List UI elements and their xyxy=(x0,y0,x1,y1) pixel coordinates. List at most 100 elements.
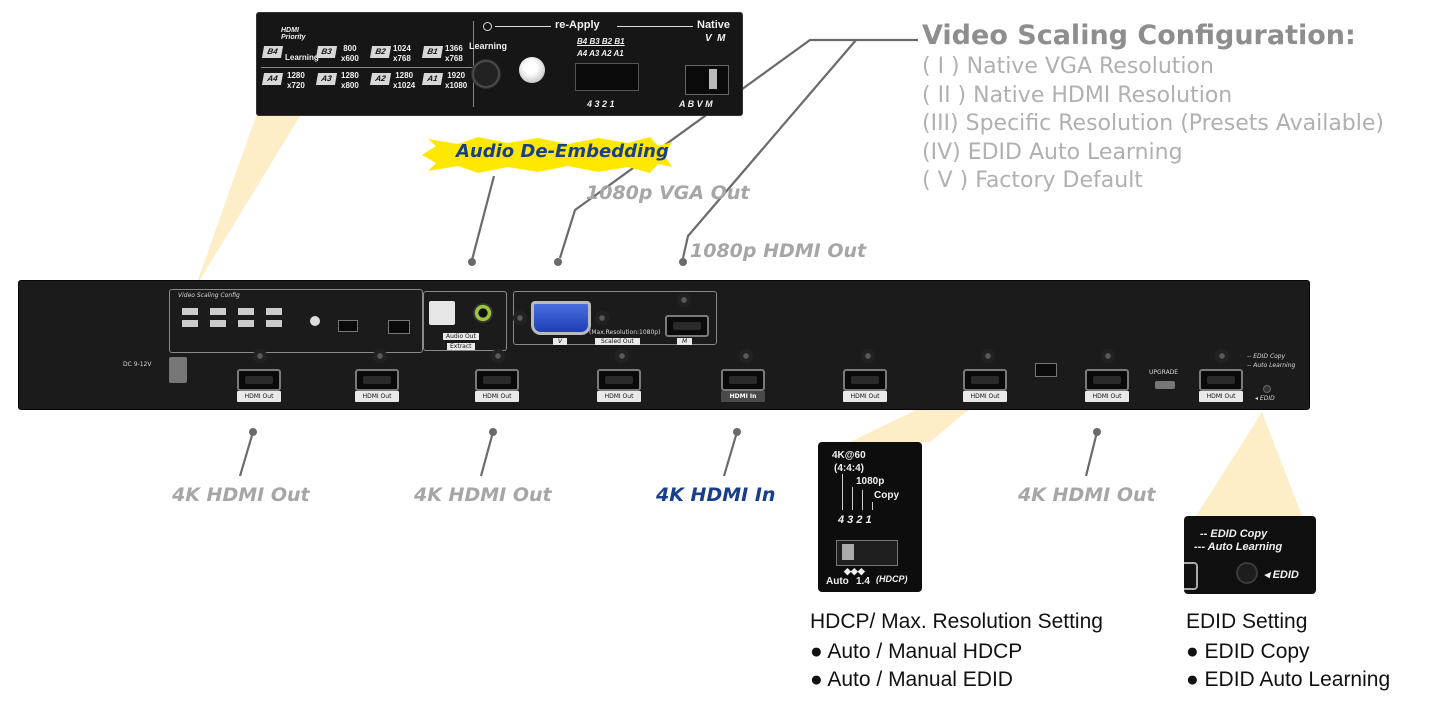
dip-switch[interactable] xyxy=(575,63,639,91)
hdmi-out-label: HDMI Out xyxy=(1199,391,1243,402)
edid-zoom-learning: --- Auto Learning xyxy=(1194,541,1283,553)
hdmi-out-label: HDMI Out xyxy=(475,391,519,402)
switch-numbers: 4 3 2 1 xyxy=(587,99,615,109)
hdmi-in-label: HDMI In xyxy=(721,391,765,402)
hdmi-out-label: HDMI Out xyxy=(963,391,1007,402)
hdcp-switch-area[interactable] xyxy=(1031,333,1061,389)
cell-label: 1280 x720 xyxy=(287,71,305,90)
vga-port[interactable] xyxy=(531,301,591,335)
mini-dip-switch[interactable] xyxy=(338,320,358,332)
cell-label: 1280 x800 xyxy=(341,71,359,90)
edid-button[interactable] xyxy=(1263,385,1271,393)
port-screw xyxy=(373,349,387,363)
edid-label: ◂ EDID xyxy=(1255,395,1275,402)
hdcp-444-label: (4:4:4) xyxy=(834,463,865,474)
cell-label: 1024 x768 xyxy=(393,44,411,63)
vga-screw xyxy=(513,311,527,325)
reapply-label: re-Apply xyxy=(555,19,600,31)
hdcp-1080p-label: 1080p xyxy=(856,476,885,487)
vga-v-label: V xyxy=(553,338,568,345)
optical-audio-port[interactable] xyxy=(429,301,455,325)
video-scaling-item: ( II ) Native HDMI Resolution xyxy=(922,82,1233,108)
device-rear-panel: Video Scaling Config DC 9-12V Audio Out … xyxy=(18,280,1310,410)
hdmi-out-port-3[interactable] xyxy=(475,369,519,391)
port-screw xyxy=(981,349,995,363)
port-screw xyxy=(861,349,875,363)
edid-button[interactable] xyxy=(1236,562,1258,584)
4k-hdmi-out-label: 4K HDMI Out xyxy=(414,484,552,506)
cell-code: A1 xyxy=(421,73,444,85)
cell-code: A2 xyxy=(369,73,392,85)
dc-power-jack[interactable] xyxy=(169,357,187,383)
port-screw xyxy=(1101,349,1115,363)
video-scaling-title: Video Scaling Configuration: xyxy=(922,20,1356,51)
hdmi-in-port[interactable] xyxy=(721,369,765,391)
hdmi-out-port-2[interactable] xyxy=(355,369,399,391)
switch-top-labels: B4 B3 B2 B1 xyxy=(577,37,625,46)
cell-label: 1920 x1080 xyxy=(445,71,468,90)
switch-lever xyxy=(709,69,717,89)
4k-hdmi-out-label: 4K HDMI Out xyxy=(172,484,310,506)
panel-title: Video Scaling Config xyxy=(178,292,240,299)
hdcp-zoom-panel: 4K@60 (4:4:4) 1080p Copy 4 3 2 1 ◆◆◆ Aut… xyxy=(818,442,922,592)
hdcp-setting-title: HDCP/ Max. Resolution Setting xyxy=(810,610,1103,633)
auto-learning-label: -- Auto Learning xyxy=(1247,362,1296,369)
max-res-label: (Max.Resolution:1080p) xyxy=(589,329,661,336)
edid-setting-bullet: ● EDID Copy xyxy=(1186,640,1310,663)
native-switch[interactable] xyxy=(685,65,729,95)
hdmi-port-edge xyxy=(1184,562,1198,590)
hdcp-14-label: 1.4 xyxy=(856,576,870,587)
video-scaling-item: (IV) EDID Auto Learning xyxy=(922,139,1183,165)
hdcp-auto-label: Auto xyxy=(826,576,849,587)
hdmi-out-port-7[interactable] xyxy=(1085,369,1129,391)
edid-setting-bullet: ● EDID Auto Learning xyxy=(1186,668,1391,691)
cell-code: A3 xyxy=(315,73,338,85)
hdcp-numbers: 4 3 2 1 xyxy=(838,514,872,526)
hdmi-out-port-4[interactable] xyxy=(597,369,641,391)
video-scaling-item: ( V ) Factory Default xyxy=(922,168,1143,194)
learning-button[interactable] xyxy=(471,59,501,89)
cell-code: B3 xyxy=(315,46,338,58)
config-panel: Video Scaling Config xyxy=(169,289,423,353)
switch-lever xyxy=(842,544,854,560)
analog-audio-jack[interactable] xyxy=(473,303,493,323)
video-scaling-item: (III) Specific Resolution (Presets Avail… xyxy=(922,111,1384,137)
hdmi-out-port-5[interactable] xyxy=(843,369,887,391)
switch-bottom-labels: A4 A3 A2 A1 xyxy=(577,49,624,58)
hdcp-setting-bullet: ● Auto / Manual HDCP xyxy=(810,640,1023,663)
edid-copy-label: -- EDID Copy xyxy=(1247,353,1286,360)
hdmi-out-label: HDMI Out xyxy=(843,391,887,402)
reapply-button[interactable] xyxy=(519,57,545,83)
port-screw xyxy=(253,349,267,363)
hdmi-out-port-6[interactable] xyxy=(963,369,1007,391)
hdcp-setting-bullet: ● Auto / Manual EDID xyxy=(810,668,1013,691)
scaled-out-label: Scaled Out xyxy=(595,338,640,345)
hdmi-out-label: HDMI Out xyxy=(1085,391,1129,402)
hdmi-priority-label: HDMI Priority xyxy=(281,27,306,41)
native-label: Native xyxy=(697,19,731,31)
cell-label: 1280 x1024 xyxy=(393,71,416,90)
port-screw xyxy=(1215,349,1229,363)
reapply-line xyxy=(495,26,551,27)
hdmi-out-port-1[interactable] xyxy=(237,369,281,391)
vga-screw xyxy=(595,311,609,325)
hdcp-copy-label: Copy xyxy=(874,490,899,501)
hdcp-arrows-icon: ◆◆◆ xyxy=(844,566,865,576)
usb-upgrade-port[interactable] xyxy=(1155,381,1175,389)
hdmi-out-port-8[interactable] xyxy=(1199,369,1243,391)
video-scaling-item: ( I ) Native VGA Resolution xyxy=(922,54,1214,79)
4k-hdmi-in-label: 4K HDMI In xyxy=(656,484,776,506)
audio-out-label: Audio Out xyxy=(443,333,479,340)
reapply-line xyxy=(617,26,693,27)
audio-out-box xyxy=(423,291,507,351)
mini-reapply-button[interactable] xyxy=(310,316,320,326)
mini-native-switch[interactable] xyxy=(388,320,410,334)
4k-hdmi-out-label: 4K HDMI Out xyxy=(1018,484,1156,506)
video-scaling-zoom-panel: HDMI Priority B4 Learning B3 800 x600 B2… xyxy=(256,12,743,116)
vga-out-label: 1080p VGA Out xyxy=(586,182,750,204)
scaled-hdmi-out-port[interactable] xyxy=(665,315,709,337)
edid-zoom-label: ◂ EDID xyxy=(1264,569,1299,581)
cell-code: A4 xyxy=(261,73,284,85)
audio-burst-shape xyxy=(422,137,672,173)
edid-zoom-copy: -- EDID Copy xyxy=(1200,528,1268,540)
